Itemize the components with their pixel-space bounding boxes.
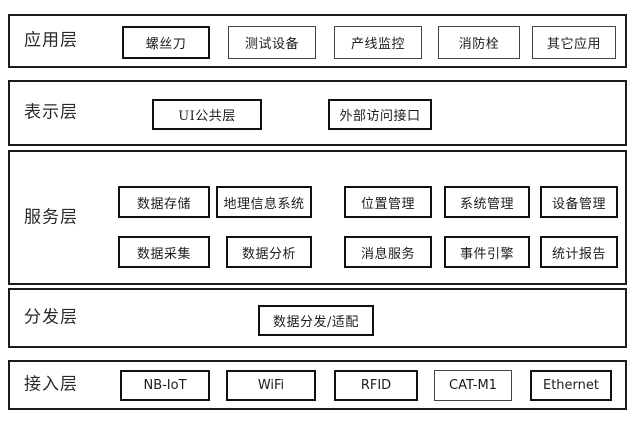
service-box-system-management-label: 系统管理 <box>459 196 514 212</box>
app-box-production-line-monitoring-label: 产线监控 <box>350 37 405 52</box>
layer-distribution: 分发层 数据分发/适配 <box>8 288 627 348</box>
service-box-statistical-report-label: 统计报告 <box>551 246 606 262</box>
layer-label-presentation: 表示层 <box>24 102 78 123</box>
app-box-fire-hydrant-label: 消防栓 <box>458 37 500 52</box>
layer-label-application: 应用层 <box>24 30 78 51</box>
access-box-rfid-label: RFID <box>360 378 392 393</box>
access-box-nb-iot[interactable]: NB-IoT <box>120 370 210 401</box>
layer-presentation: 表示层 UI公共层 外部访问接口 <box>8 80 627 146</box>
service-box-location-management[interactable]: 位置管理 <box>344 186 432 218</box>
service-box-location-management-label: 位置管理 <box>360 196 415 212</box>
service-box-message-service[interactable]: 消息服务 <box>344 236 432 268</box>
service-box-data-acquisition[interactable]: 数据采集 <box>118 236 210 268</box>
app-box-fire-hydrant[interactable]: 消防栓 <box>438 26 520 59</box>
service-box-event-engine[interactable]: 事件引擎 <box>444 236 530 268</box>
app-box-test-equipment[interactable]: 测试设备 <box>228 26 316 59</box>
service-box-system-management[interactable]: 系统管理 <box>444 186 530 218</box>
app-box-screwdriver-label: 螺丝刀 <box>145 37 187 52</box>
presentation-box-external-access-interface-label: 外部访问接口 <box>339 109 421 124</box>
app-box-other-applications-label: 其它应用 <box>546 37 601 52</box>
access-box-ethernet-label: Ethernet <box>543 378 599 393</box>
service-box-data-acquisition-label: 数据采集 <box>136 246 191 262</box>
service-box-data-analysis[interactable]: 数据分析 <box>226 236 312 268</box>
service-box-gis[interactable]: 地理信息系统 <box>216 186 312 218</box>
service-box-data-storage[interactable]: 数据存储 <box>118 186 210 218</box>
presentation-box-external-access-interface[interactable]: 外部访问接口 <box>328 99 432 130</box>
service-box-message-service-label: 消息服务 <box>360 246 415 262</box>
access-box-wifi-label: WiFi <box>257 378 285 393</box>
access-box-ethernet[interactable]: Ethernet <box>530 370 612 401</box>
presentation-box-ui-common-layer-label: UI公共层 <box>178 109 236 124</box>
presentation-box-ui-common-layer[interactable]: UI公共层 <box>152 99 262 130</box>
layer-label-distribution: 分发层 <box>24 307 78 328</box>
service-box-data-analysis-label: 数据分析 <box>241 246 296 262</box>
service-box-gis-label: 地理信息系统 <box>223 196 305 212</box>
app-box-other-applications[interactable]: 其它应用 <box>532 26 616 59</box>
layer-service: 服务层 数据存储 地理信息系统 位置管理 系统管理 设备管理 数据采集 数据分析… <box>8 150 627 285</box>
distribution-box-data-distribution-adaptation[interactable]: 数据分发/适配 <box>258 305 374 336</box>
access-box-wifi[interactable]: WiFi <box>226 370 316 401</box>
access-box-cat-m1-label: CAT-M1 <box>449 378 497 393</box>
service-box-device-management-label: 设备管理 <box>551 196 606 212</box>
access-box-rfid[interactable]: RFID <box>334 370 418 401</box>
access-box-cat-m1[interactable]: CAT-M1 <box>434 370 512 401</box>
app-box-production-line-monitoring[interactable]: 产线监控 <box>334 26 422 59</box>
app-box-screwdriver[interactable]: 螺丝刀 <box>122 26 210 59</box>
service-box-event-engine-label: 事件引擎 <box>459 246 514 262</box>
layer-label-access: 接入层 <box>24 374 78 395</box>
layer-label-service: 服务层 <box>24 207 78 227</box>
layer-access: 接入层 NB-IoT WiFi RFID CAT-M1 Ethernet <box>8 360 627 410</box>
service-box-statistical-report[interactable]: 统计报告 <box>540 236 618 268</box>
service-box-device-management[interactable]: 设备管理 <box>540 186 618 218</box>
layer-application: 应用层 螺丝刀 测试设备 产线监控 消防栓 其它应用 <box>8 14 627 68</box>
access-box-nb-iot-label: NB-IoT <box>143 378 187 393</box>
app-box-test-equipment-label: 测试设备 <box>244 37 299 52</box>
distribution-box-data-distribution-adaptation-label: 数据分发/适配 <box>273 315 359 330</box>
service-box-data-storage-label: 数据存储 <box>136 196 191 212</box>
